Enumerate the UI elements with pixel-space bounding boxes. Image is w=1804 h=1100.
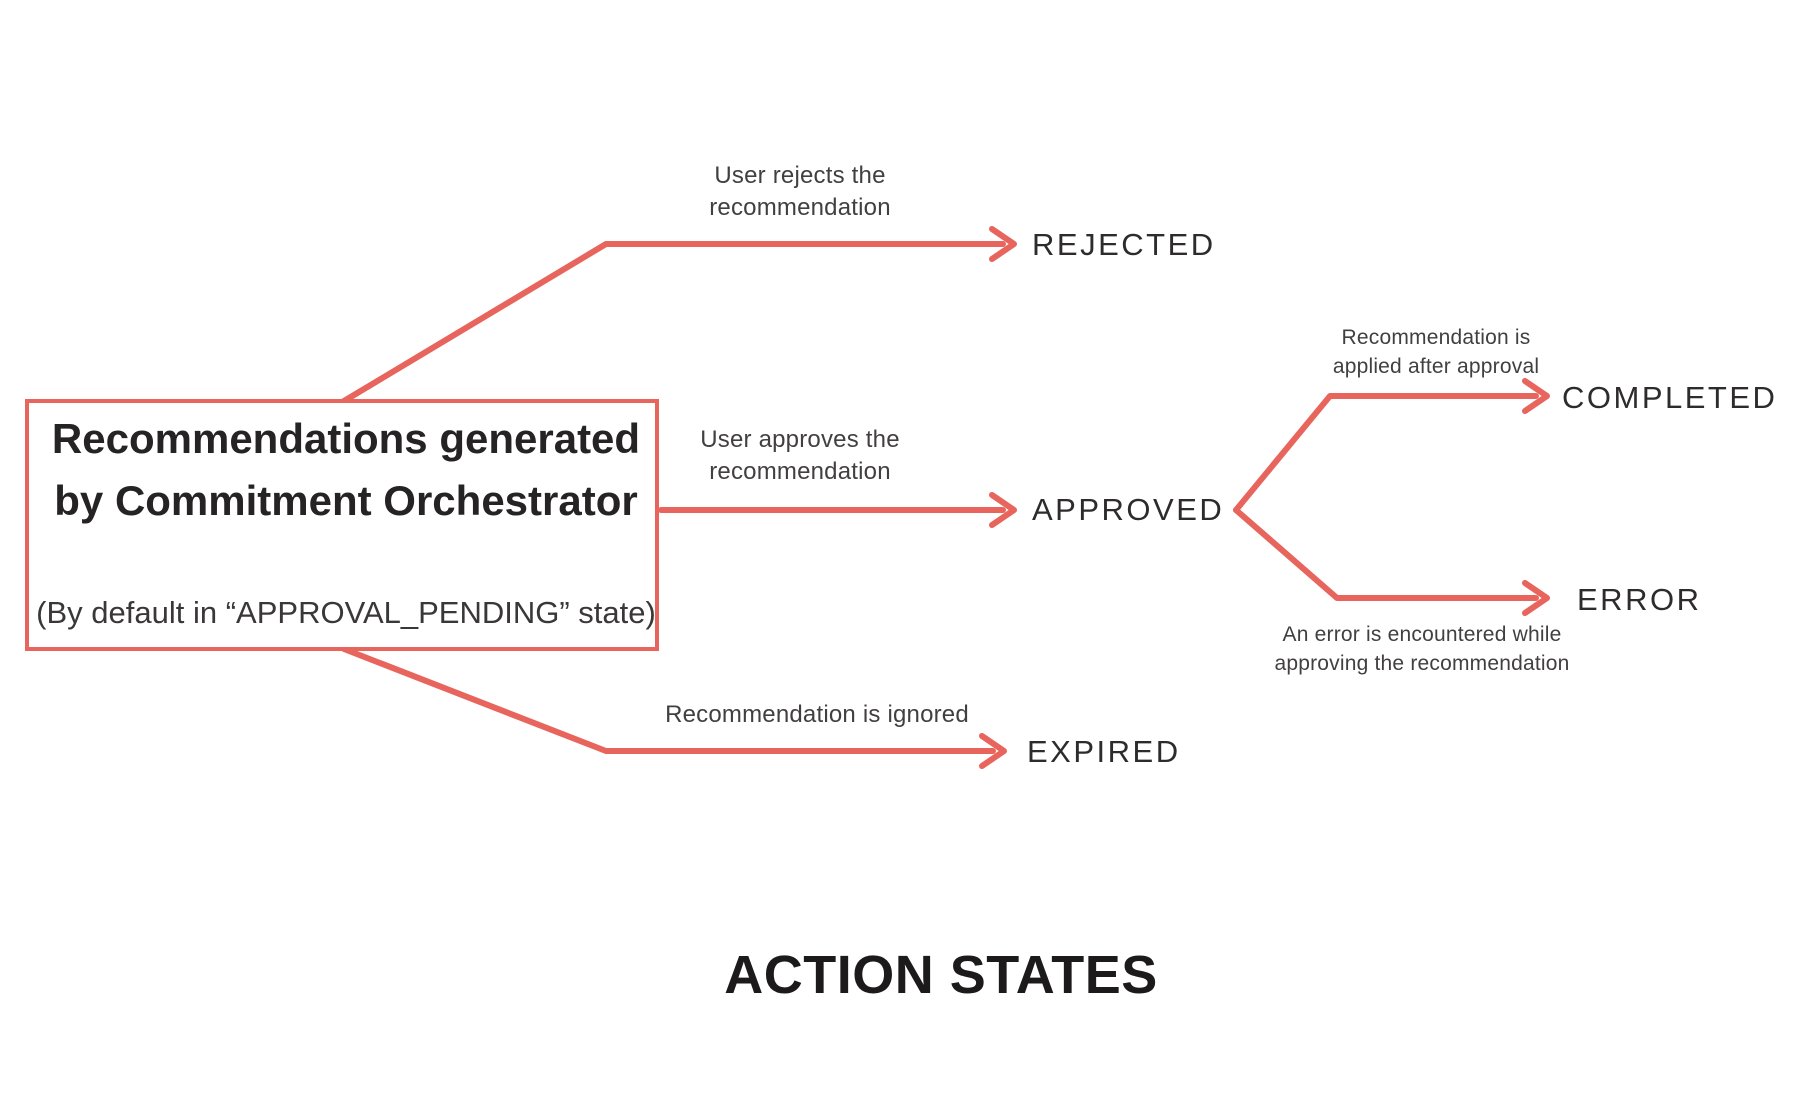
edge-label-approved-line1: User approves the xyxy=(700,426,900,453)
edge-approved-arrowhead-icon xyxy=(989,492,1017,528)
edge-label-completed: Recommendation is applied after approval xyxy=(1286,323,1586,381)
edge-label-approved: User approves the recommendation xyxy=(650,424,950,488)
state-approved: APPROVED xyxy=(1032,492,1225,527)
edge-completed-arrowhead-icon xyxy=(1522,378,1550,414)
diagram-heading: ACTION STATES xyxy=(724,945,1158,1005)
edge-label-completed-line1: Recommendation is xyxy=(1341,326,1531,349)
edge-expired-line xyxy=(341,646,996,754)
state-expired: EXPIRED xyxy=(1027,734,1181,769)
edge-label-completed-line2: applied after approval xyxy=(1332,355,1540,378)
source-box-title-line2: by Commitment Orchestrator xyxy=(54,477,638,524)
edge-expired-arrowhead-icon xyxy=(979,733,1007,769)
edge-completed-line xyxy=(1233,393,1539,513)
edge-label-error: An error is encountered while approving … xyxy=(1272,620,1572,678)
edge-rejected-arrowhead-icon xyxy=(989,226,1017,262)
edge-label-expired: Recommendation is ignored xyxy=(647,699,987,731)
state-rejected: REJECTED xyxy=(1032,227,1216,262)
state-error: ERROR xyxy=(1577,582,1702,617)
edge-label-rejected-line1: User rejects the xyxy=(714,162,886,189)
source-box-title-line1: Recommendations generated xyxy=(51,415,641,462)
edge-label-expired-line1: Recommendation is ignored xyxy=(665,701,969,728)
edge-error-line xyxy=(1233,507,1539,601)
edge-label-rejected: User rejects the recommendation xyxy=(650,160,950,224)
state-completed: COMPLETED xyxy=(1562,380,1778,415)
source-box-title: Recommendations generated by Commitment … xyxy=(33,408,659,532)
source-box-subtitle: (By default in “APPROVAL_PENDING” state) xyxy=(36,595,656,630)
edge-error-arrowhead-icon xyxy=(1522,580,1550,616)
edge-label-approved-line2: recommendation xyxy=(709,458,891,485)
edge-label-rejected-line2: recommendation xyxy=(709,194,891,221)
edge-label-error-line1: An error is encountered while xyxy=(1282,623,1562,646)
source-box: Recommendations generated by Commitment … xyxy=(25,399,659,651)
edge-label-error-line2: approving the recommendation xyxy=(1274,652,1570,675)
edge-rejected-line xyxy=(341,241,1006,404)
